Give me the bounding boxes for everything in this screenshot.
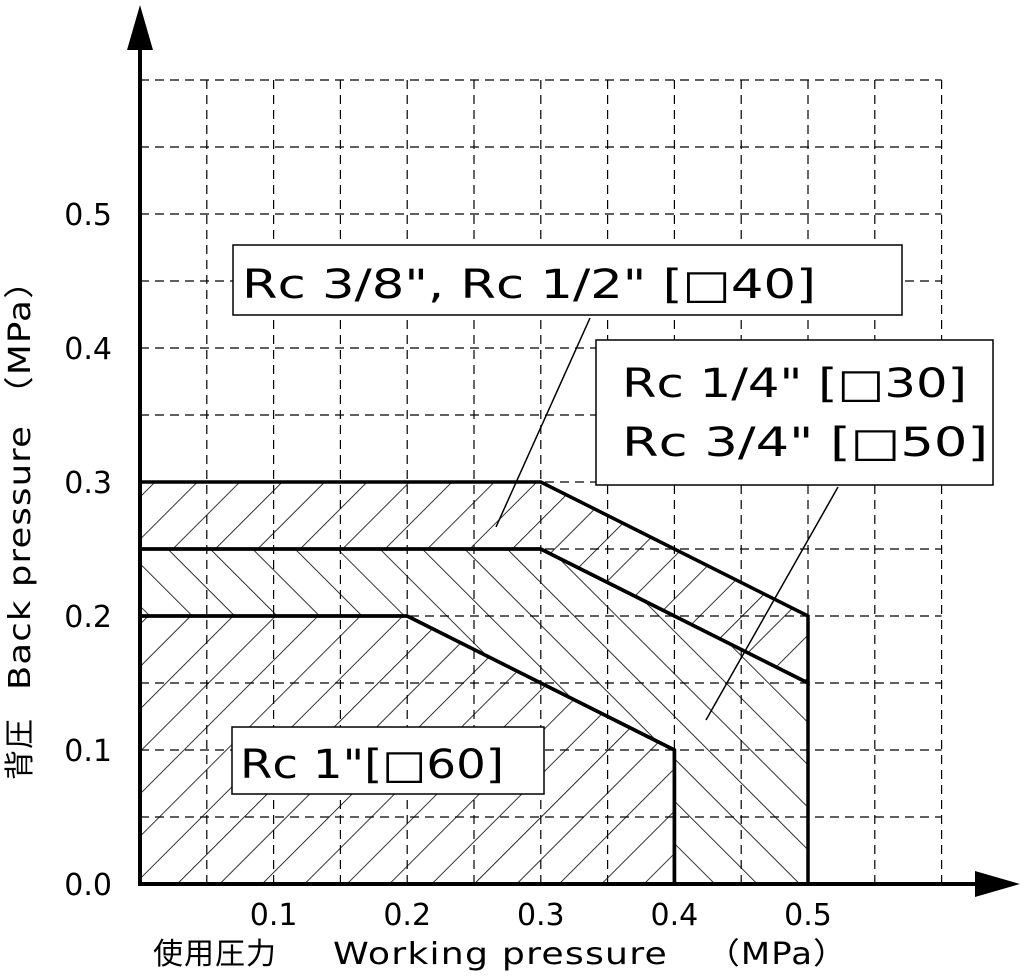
x-tick-label: 0.3 (517, 898, 565, 933)
axes (127, 5, 1020, 897)
x-tick-labels: 0.1 0.2 0.3 0.4 0.5 (250, 898, 832, 933)
leader-lines (495, 317, 839, 721)
y-axis-title-jp: 背圧 (3, 718, 38, 780)
label-rc34: Rc 3/4" [□50] (622, 420, 988, 466)
x-axis-title: 使用圧力 Working pressure （MPa） (153, 937, 848, 972)
label-box-rc1: Rc 1"[□60] (231, 726, 545, 795)
y-tick-label: 0.5 (64, 198, 112, 233)
y-tick-label: 0.3 (64, 466, 112, 501)
x-axis-title-unit: （MPa） (706, 937, 848, 972)
y-tick-label: 0.2 (64, 600, 112, 635)
y-tick-labels: 0.0 0.1 0.2 0.3 0.4 0.5 (64, 198, 112, 903)
y-axis-title-unit: （MPa） (3, 262, 38, 412)
x-tick-label: 0.1 (250, 898, 298, 933)
y-axis-arrow (127, 5, 153, 50)
leader-rc38 (495, 317, 591, 528)
x-axis-arrow (975, 871, 1020, 897)
label-box-rc38: Rc 3/8", Rc 1/2" [□40] (232, 244, 903, 316)
label-rc38: Rc 3/8", Rc 1/2" [□40] (242, 262, 816, 308)
leader-rc14-rc34 (705, 486, 839, 721)
x-tick-label: 0.4 (651, 898, 699, 933)
y-axis-title-en: Back pressure (3, 425, 38, 690)
y-tick-label: 0.4 (64, 332, 112, 367)
label-box-rc14-rc34: Rc 1/4" [□30] Rc 3/4" [□50] (595, 339, 994, 486)
pressure-regions (140, 480, 810, 884)
x-axis-title-en: Working pressure (333, 937, 668, 972)
y-axis-title: 背圧 Back pressure （MPa） (3, 262, 38, 780)
x-tick-label: 0.5 (784, 898, 832, 933)
x-axis-title-jp: 使用圧力 (153, 937, 277, 972)
label-rc14: Rc 1/4" [□30] (622, 361, 967, 407)
y-tick-label: 0.0 (64, 868, 112, 903)
x-tick-label: 0.2 (383, 898, 431, 933)
label-rc1: Rc 1"[□60] (240, 742, 504, 788)
y-tick-label: 0.1 (64, 734, 112, 769)
